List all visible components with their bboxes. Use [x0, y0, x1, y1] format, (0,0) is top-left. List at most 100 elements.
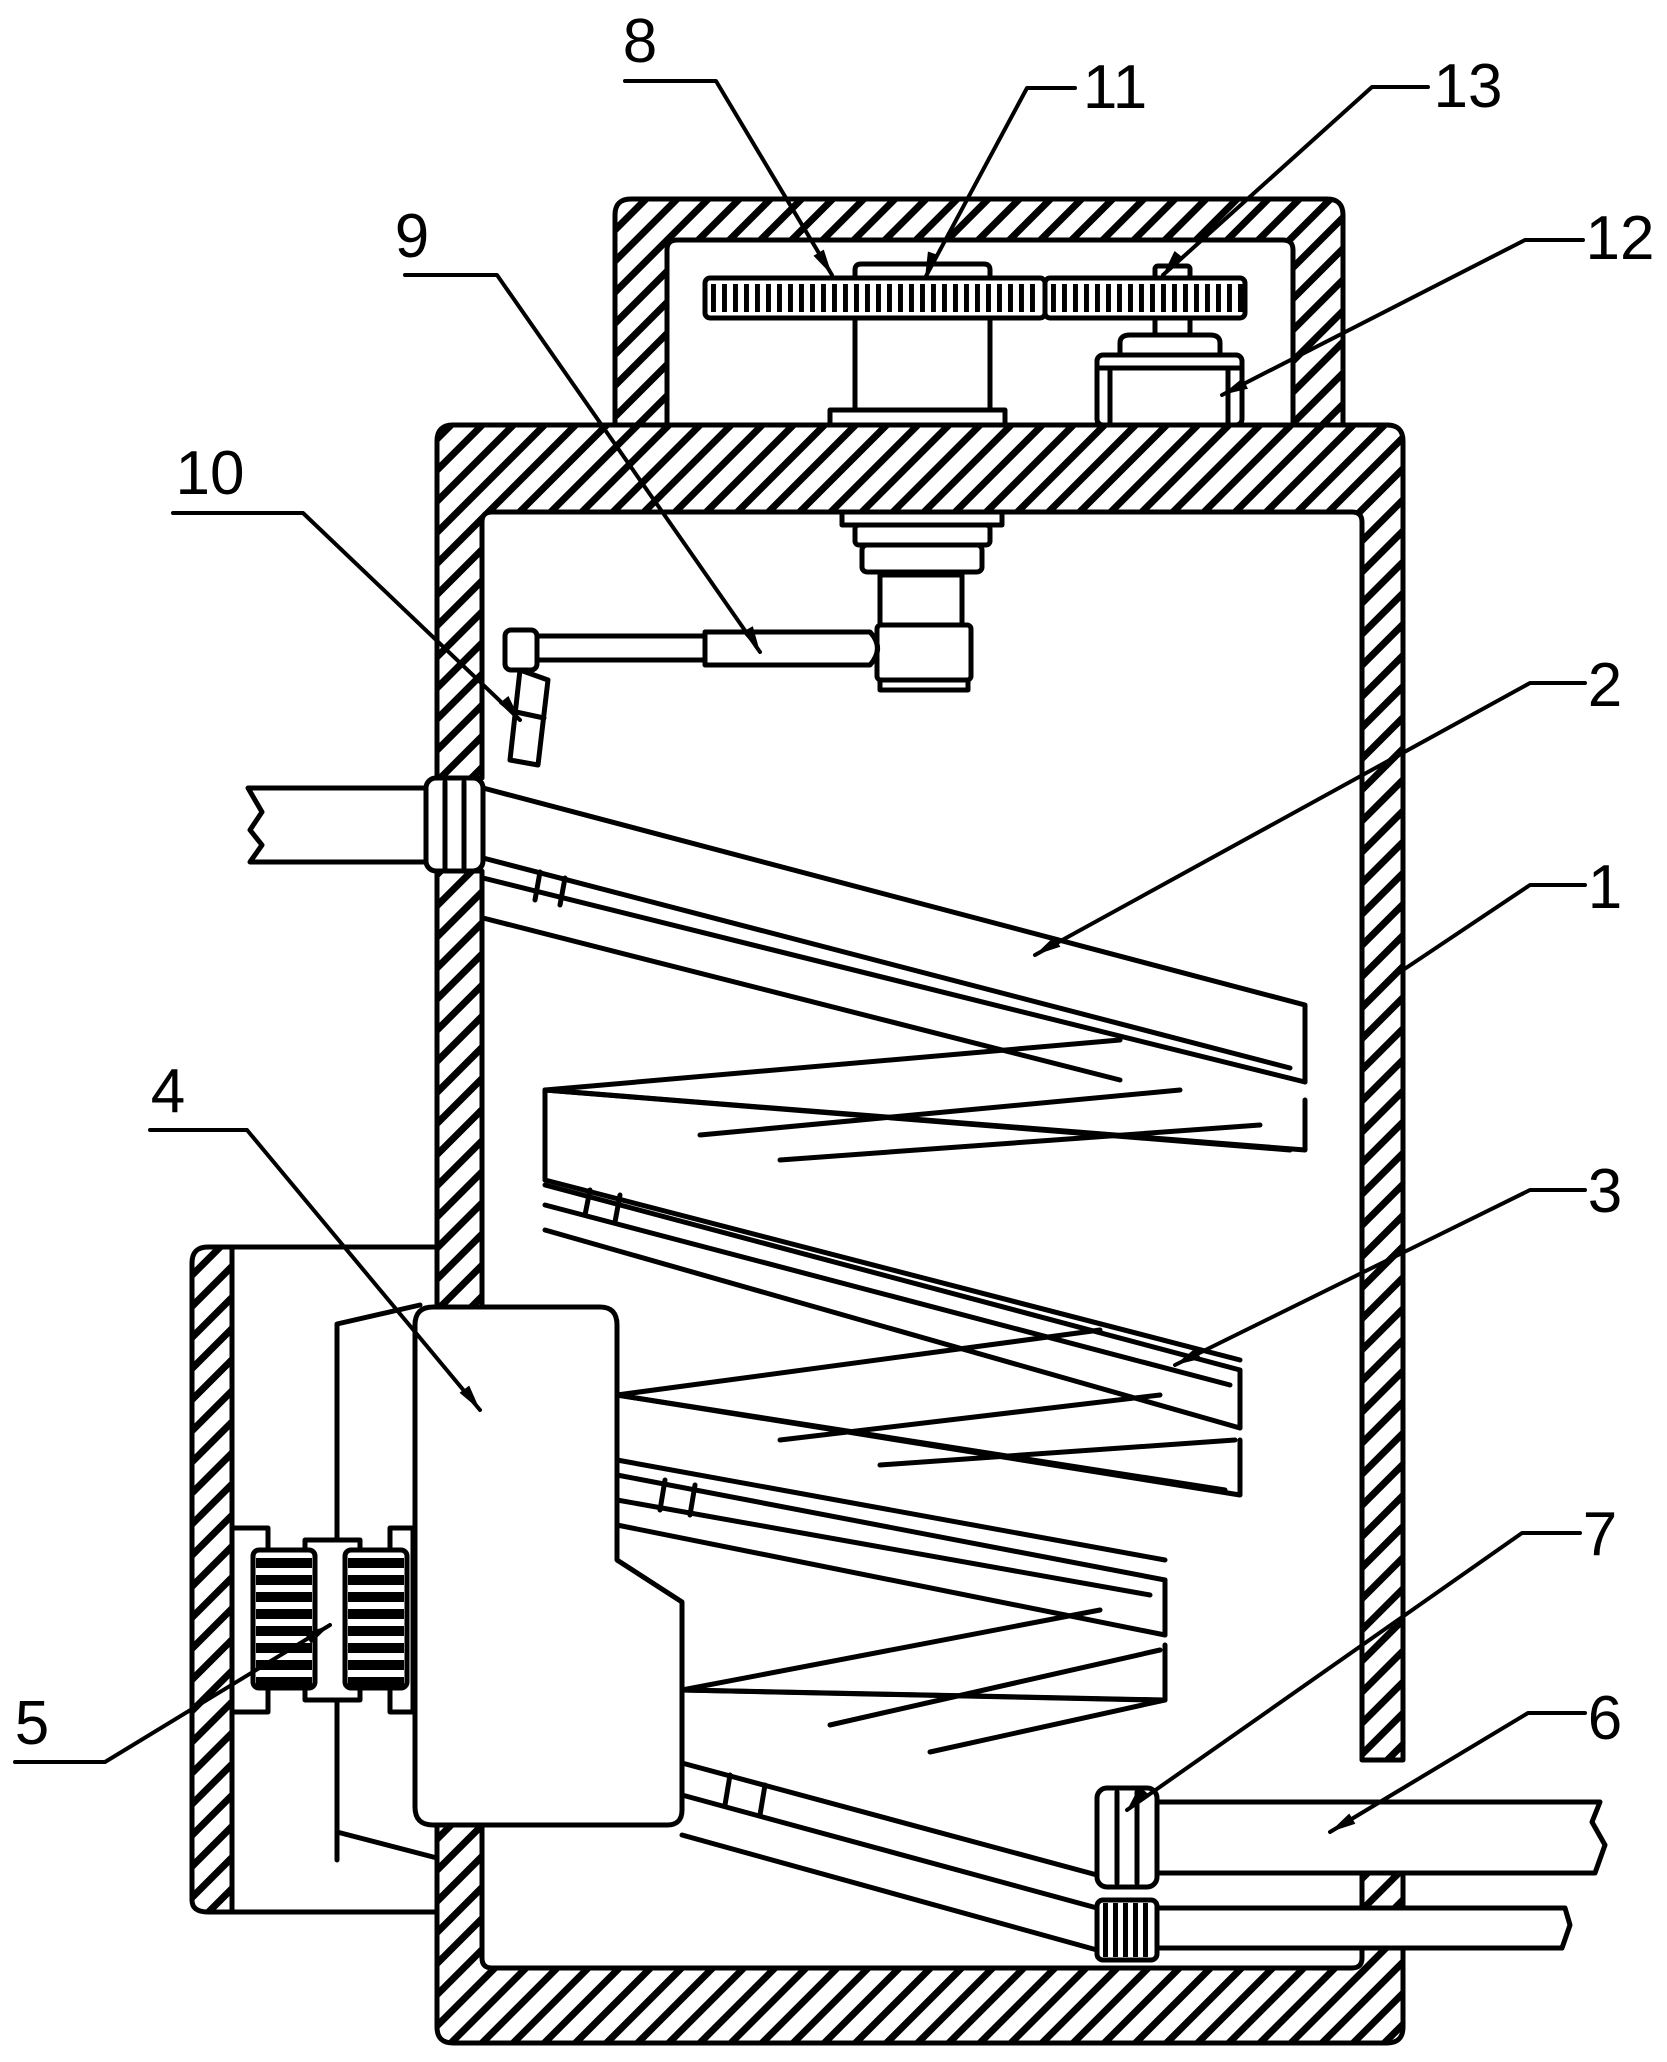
gear-tooth	[1008, 284, 1013, 312]
leader-1	[1401, 883, 1587, 972]
gear-tooth	[997, 284, 1002, 312]
callout-2: 2	[1588, 651, 1622, 720]
helix-edge	[614, 1327, 1103, 1398]
gear-tooth	[986, 284, 991, 312]
leader-10	[171, 511, 522, 722]
leader-11	[923, 86, 1077, 280]
motor	[1094, 315, 1245, 428]
gear-tooth	[1095, 284, 1100, 312]
arrowhead	[1127, 1786, 1149, 1810]
helix-edge	[722, 1772, 733, 1808]
gear-tooth	[1194, 284, 1199, 312]
gear-tooth	[964, 284, 969, 312]
roller-stripe	[256, 1677, 312, 1687]
gear-tooth	[711, 284, 716, 312]
leader-12	[1220, 238, 1585, 397]
gear-tooth	[931, 284, 936, 312]
roller-stripe	[256, 1609, 312, 1619]
roller-stripe	[348, 1575, 404, 1585]
leader-lines	[13, 79, 1587, 1834]
coupling-stripe	[1123, 1903, 1128, 1957]
callout-9: 9	[395, 202, 429, 271]
gear-tooth	[1062, 284, 1067, 312]
callout-3: 3	[1588, 1157, 1622, 1226]
helix-edge	[757, 1782, 768, 1818]
gear-tooth	[1030, 284, 1035, 312]
inlet-pipe	[245, 775, 486, 874]
callout-11: 11	[1083, 53, 1147, 122]
callout-10: 10	[176, 439, 245, 508]
coupling-stripe	[1103, 1903, 1108, 1957]
large-gear	[702, 275, 1048, 321]
rotating-arm	[502, 627, 880, 673]
nozzle	[507, 667, 551, 768]
callout-4: 4	[151, 1057, 185, 1126]
roller-stripe	[256, 1558, 312, 1568]
gear-tooth	[887, 284, 892, 312]
arrowhead	[813, 249, 832, 275]
arrowhead	[499, 695, 520, 720]
gear-tooth	[876, 284, 881, 312]
roller-stripe	[348, 1643, 404, 1653]
gear-tooth	[1150, 284, 1155, 312]
callout-1: 1	[1588, 853, 1622, 922]
arrowhead	[1222, 378, 1248, 395]
leader-7	[1125, 1531, 1582, 1812]
arrowhead	[1035, 936, 1061, 955]
helix-edge	[679, 1760, 1100, 1878]
helix-edge	[679, 1607, 1103, 1693]
roller-stripe	[348, 1626, 404, 1636]
callout-8: 8	[623, 7, 657, 76]
top-gear-housing	[612, 196, 1346, 428]
gear-tooth	[788, 284, 793, 312]
helix-edge	[542, 1037, 1123, 1093]
leader-13	[1161, 85, 1430, 277]
gear-tooth	[1106, 284, 1111, 312]
helix-edge	[614, 1392, 1228, 1493]
roller-stripe	[348, 1609, 404, 1619]
gear-tooth	[777, 284, 782, 312]
arrowhead	[1330, 1813, 1356, 1832]
helix-edge	[480, 915, 1123, 1083]
callout-labels: 8 11 13 12 9 10 2 1 3 4 7 6 5	[15, 7, 1655, 1758]
gear-tooth	[898, 284, 903, 312]
callout-7: 7	[1583, 1500, 1617, 1569]
callout-6: 6	[1588, 1684, 1622, 1753]
helix-edge	[777, 1122, 1263, 1163]
helix-edge	[697, 1087, 1183, 1138]
leader-3	[1173, 1188, 1587, 1367]
leader-6	[1328, 1711, 1587, 1834]
helix-edge	[614, 1497, 1153, 1598]
helix-edge	[614, 1472, 1168, 1638]
coupling-stripe	[1113, 1903, 1118, 1957]
gear-tooth	[843, 284, 848, 312]
leader-2	[1033, 681, 1587, 957]
arrowhead	[1163, 250, 1184, 275]
gear-tooth	[953, 284, 958, 312]
gear-tooth	[810, 284, 815, 312]
leader-8	[623, 79, 834, 277]
helix-edge	[542, 1202, 1233, 1388]
arrowhead	[459, 1385, 480, 1410]
outlet-pipe	[1154, 1799, 1608, 1951]
roller-stripe	[256, 1626, 312, 1636]
arrowheads	[304, 249, 1356, 1832]
roller-stripe	[348, 1660, 404, 1670]
helical-bands	[480, 785, 1308, 1953]
helix-edge	[687, 1482, 698, 1518]
gear-tooth	[1073, 284, 1078, 312]
helix-edge	[542, 1177, 1243, 1363]
gear-tooth	[865, 284, 870, 312]
gear-tooth	[975, 284, 980, 312]
gear-tooth	[722, 284, 727, 312]
helix-edge	[679, 1687, 1153, 1703]
roller-stripe	[256, 1643, 312, 1653]
gear-tooth	[1019, 284, 1024, 312]
helix-edge	[480, 875, 1308, 1085]
gear-tooth	[1183, 284, 1188, 312]
helix-edge	[877, 1437, 1238, 1468]
gear-tooth	[1216, 284, 1221, 312]
roller-pair	[229, 1525, 416, 1715]
helix-edge	[679, 1792, 1100, 1911]
